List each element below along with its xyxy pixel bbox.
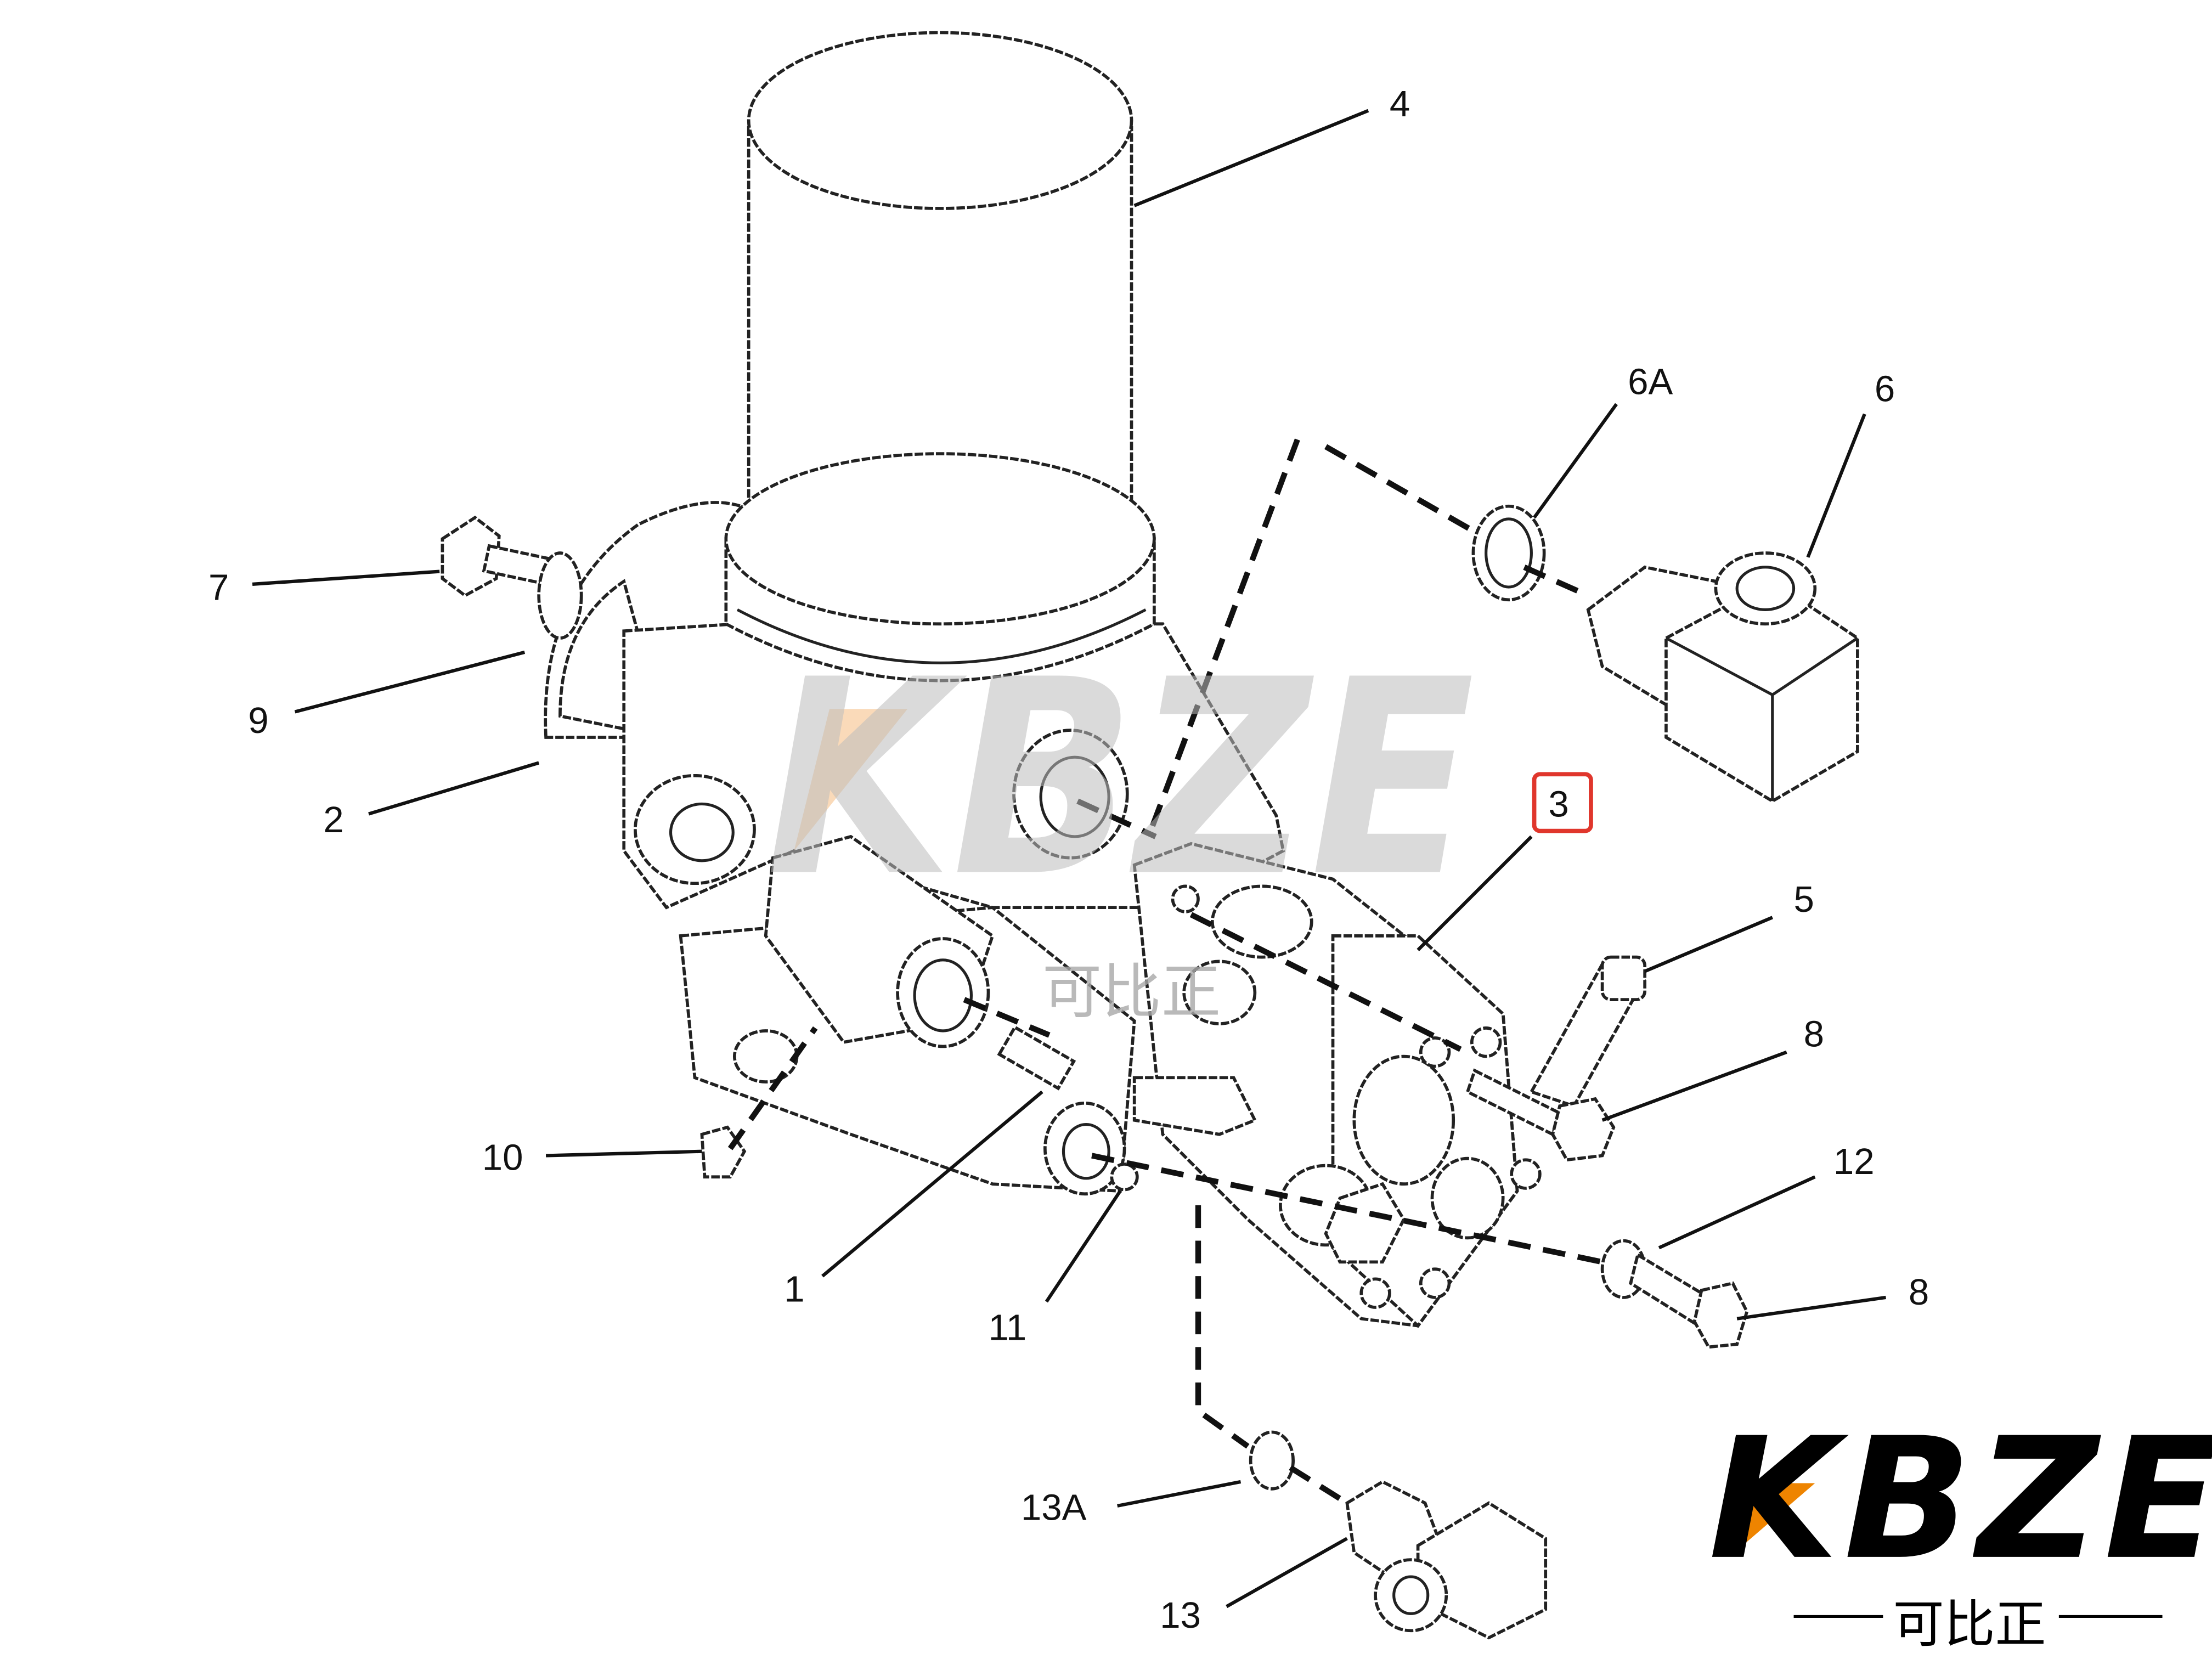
- callout-13a[interactable]: 13A: [1021, 1487, 1087, 1528]
- bolt-7: [441, 515, 583, 640]
- watermark: KBZE 可比正: [766, 622, 1475, 1027]
- logo-subtext: 可比正: [1893, 1595, 2046, 1654]
- callout-4[interactable]: 4: [1390, 83, 1410, 125]
- sensor-5: [1529, 955, 1647, 1108]
- bolt-8-upper: [1465, 1068, 1616, 1162]
- callout-9[interactable]: 9: [248, 700, 268, 741]
- callout-1[interactable]: 1: [784, 1269, 804, 1310]
- callout-6[interactable]: 6: [1875, 368, 1895, 409]
- bolt-8-lower: [1600, 1239, 1749, 1349]
- callout-13[interactable]: 13: [1160, 1595, 1201, 1636]
- assembly-lines: [727, 438, 1603, 1506]
- callout-5[interactable]: 5: [1794, 879, 1814, 920]
- callout-8-upper[interactable]: 8: [1804, 1013, 1824, 1054]
- leader-lines: [252, 109, 1886, 1609]
- filter-element-4: [724, 31, 1156, 682]
- callout-8-lower[interactable]: 8: [1909, 1272, 1929, 1313]
- connector-6: [1471, 504, 1859, 803]
- logo-accent: [1733, 1483, 1815, 1554]
- callout-3-highlight: [1532, 772, 1593, 833]
- logo-text: KBZE: [1708, 1402, 2212, 1596]
- connector-13: [1249, 1430, 1548, 1640]
- watermark-text: KBZE: [766, 622, 1475, 936]
- callout-12[interactable]: 12: [1833, 1141, 1875, 1182]
- callout-11[interactable]: 11: [988, 1307, 1026, 1348]
- kbze-logo: KBZE 可比正: [1708, 1402, 2212, 1654]
- callout-6a[interactable]: 6A: [1628, 362, 1673, 403]
- callout-2[interactable]: 2: [323, 799, 343, 840]
- callout-7[interactable]: 7: [208, 567, 229, 608]
- watermark-subtext: 可比正: [1042, 957, 1221, 1026]
- callout-3[interactable]: 3: [1548, 784, 1568, 825]
- callout-10[interactable]: 10: [482, 1137, 523, 1178]
